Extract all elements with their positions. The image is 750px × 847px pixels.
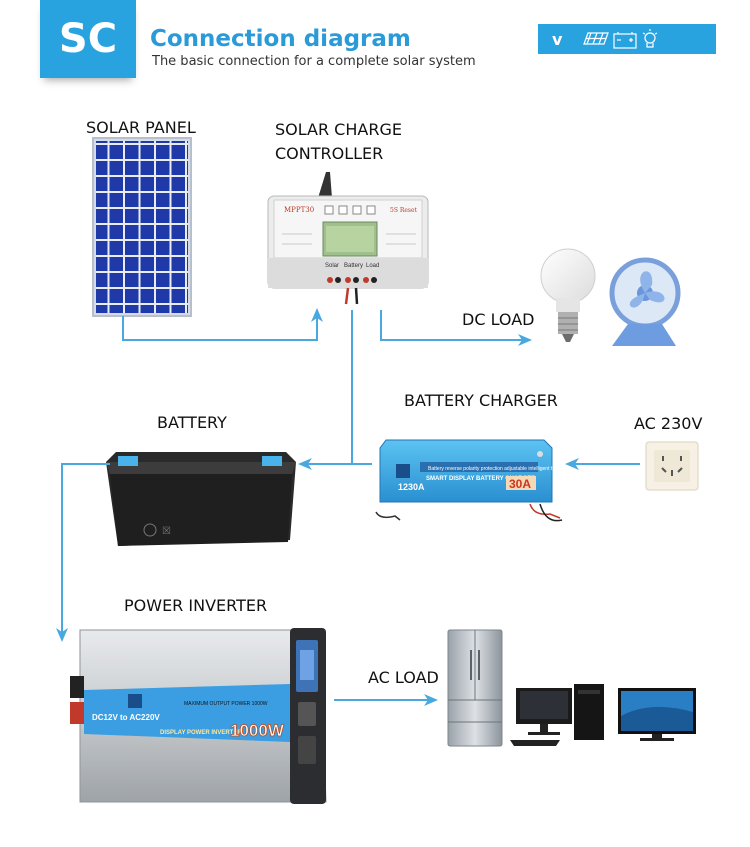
battery-charger-image: Battery reverse polarity protection adju…	[375, 439, 563, 522]
label-power-inverter: POWER INVERTER	[124, 596, 268, 615]
header-badge-letter: v	[552, 30, 563, 49]
label-controller-line2: CONTROLLER	[275, 144, 384, 163]
label-dc-load: DC LOAD	[462, 310, 535, 329]
charger-rating: 30A	[509, 477, 531, 491]
connection-arrows	[56, 308, 640, 706]
battery-icon	[613, 32, 637, 49]
label-ac-load: AC LOAD	[368, 668, 439, 687]
desktop-computer-image	[510, 684, 604, 746]
controller-reset: 5S Reset	[390, 207, 418, 214]
solar-panel-icon	[583, 32, 609, 45]
label-ac-230v: AC 230V	[634, 414, 703, 433]
sc-badge: SC	[40, 0, 136, 78]
arrow-controller-to-dc-load	[380, 310, 532, 346]
controller-model: MPPT30	[284, 206, 314, 214]
charge-controller-image: MPPT30 5S Reset Solar Battery Load	[267, 172, 429, 305]
light-bulb-image	[540, 248, 596, 342]
label-battery: BATTERY	[157, 413, 227, 432]
charger-note: Battery reverse polarity protection adju…	[428, 466, 561, 472]
controller-port-battery: Battery	[344, 263, 363, 269]
television-image	[618, 688, 696, 741]
header-icon-bar	[538, 24, 716, 54]
label-controller-line1: SOLAR CHARGE	[275, 120, 402, 139]
arrow-panel-to-controller	[122, 308, 323, 341]
battery-image: ☒	[106, 452, 296, 546]
power-inverter-image: DC12V to AC220V MAXIMUM OUTPUT POWER 100…	[70, 628, 327, 804]
controller-port-solar: Solar	[325, 263, 339, 269]
wall-outlet-image	[645, 441, 699, 491]
refrigerator-image	[447, 629, 503, 747]
controller-port-load: Load	[366, 263, 379, 269]
solar-panel-image	[92, 137, 192, 317]
inverter-spec: MAXIMUM OUTPUT POWER 1000W	[184, 701, 268, 707]
inverter-power: 1000W	[230, 721, 285, 740]
inverter-name: DISPLAY POWER INVERTER	[160, 730, 242, 736]
page-subtitle: The basic connection for a complete sola…	[152, 54, 476, 69]
inverter-voltage: DC12V to AC220V	[92, 713, 160, 722]
label-solar-panel: SOLAR PANEL	[86, 118, 196, 137]
label-battery-charger: BATTERY CHARGER	[404, 391, 558, 410]
arrow-battery-to-inverter	[56, 463, 110, 642]
fan-image	[609, 257, 681, 346]
charger-name: SMART DISPLAY BATTERY CHARGER	[426, 476, 536, 482]
arrow-controller-to-battery	[298, 310, 353, 470]
page-title: Connection diagram	[150, 26, 411, 52]
light-bulb-icon	[642, 29, 658, 48]
svg-text:☒: ☒	[162, 526, 171, 537]
charger-model: 1230A	[398, 482, 425, 492]
